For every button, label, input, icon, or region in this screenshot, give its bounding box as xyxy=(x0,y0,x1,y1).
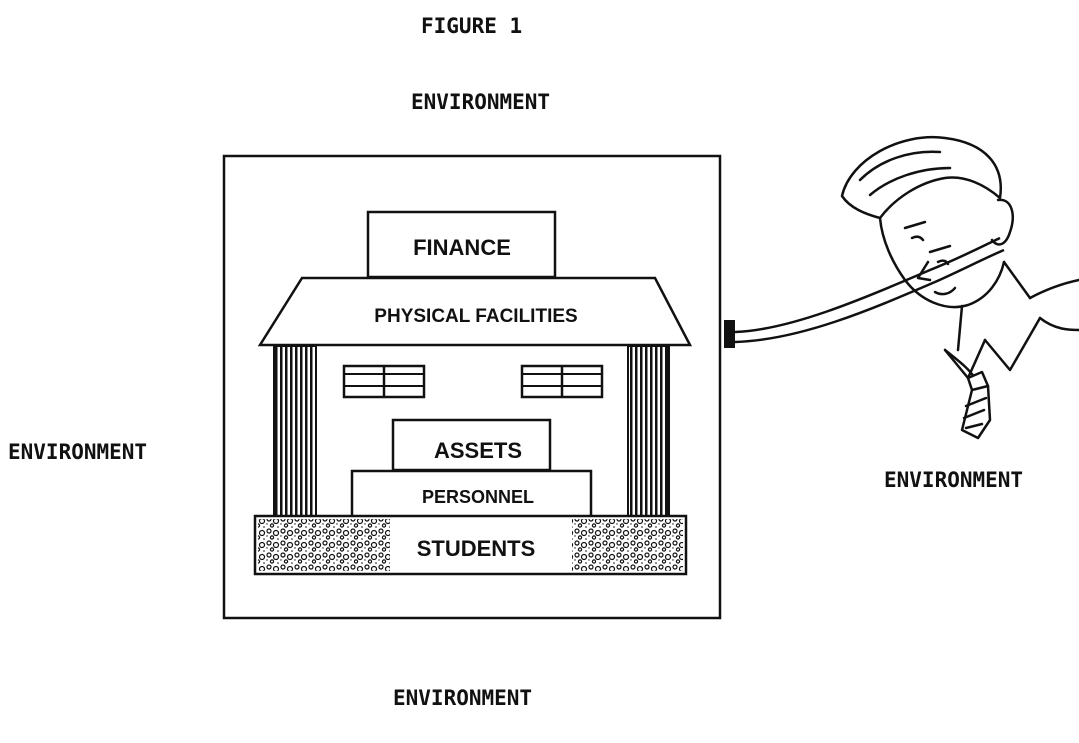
right-window xyxy=(520,364,604,399)
students-label: STUDENTS xyxy=(417,536,536,561)
finance-label: FINANCE xyxy=(413,235,511,260)
left-window xyxy=(342,364,426,399)
personnel-label: PERSONNEL xyxy=(422,487,534,507)
environment-label-left: ENVIRONMENT xyxy=(8,440,148,464)
gravel-right xyxy=(572,519,683,571)
environment-label-right: ENVIRONMENT xyxy=(884,468,1024,492)
physical-facilities-label: PHYSICAL FACILITIES xyxy=(374,306,577,327)
school-building-icon: FINANCE PHYSICAL FACILITIES ASSETS PERSO… xyxy=(253,210,693,576)
environment-frame xyxy=(222,154,722,620)
gravel-left xyxy=(258,519,390,571)
stethoscope-icon xyxy=(724,236,1005,348)
right-column xyxy=(627,345,669,519)
left-column xyxy=(275,345,317,519)
finance-box xyxy=(366,210,557,279)
doctor-with-stethoscope-icon xyxy=(840,135,1079,440)
physical-facilities-roof xyxy=(257,276,693,347)
environment-label-top: ENVIRONMENT xyxy=(411,90,551,114)
environment-label-bottom: ENVIRONMENT xyxy=(393,686,533,710)
personnel-box xyxy=(350,469,593,520)
figure-title: FIGURE 1 xyxy=(421,14,523,38)
assets-label: ASSETS xyxy=(434,438,522,463)
